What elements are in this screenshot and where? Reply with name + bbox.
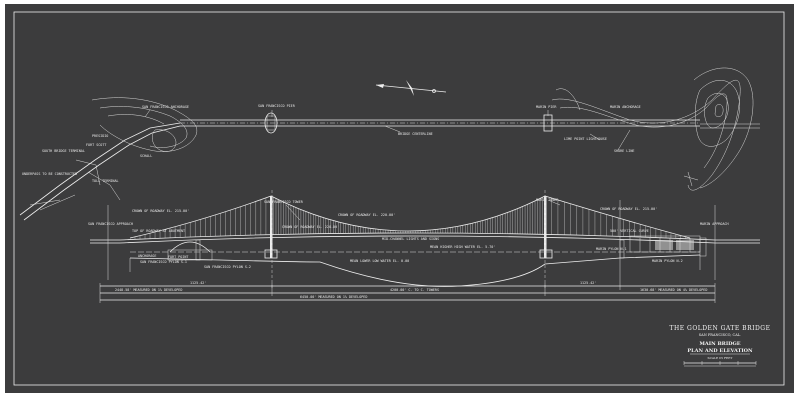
label-mlw: MEAN LOWER LOW WATER EL. 0.00 (350, 259, 409, 263)
elevation-view: SAN FRANCISCO TOWER MARIN TOWER CROWN OF… (88, 190, 760, 303)
deck-bottom (119, 235, 716, 244)
label-marin-pier: MARIN PIER (536, 105, 557, 109)
label-schall: SCHALL (140, 154, 152, 158)
label-mhw: MEAN HIGHER HIGH WATER EL. 5.70' (430, 245, 495, 249)
label-crown-mid-right: CROWN OF ROADWAY EL. 220.00' (338, 213, 395, 217)
title-line4: PLAN AND ELEVATION (687, 348, 753, 354)
side-span-cable-right (544, 195, 691, 239)
label-measure-right: 1630.68' MEASURED ON 4% DEVELOPED (640, 288, 707, 292)
title-block: THE GOLDEN GATE BRIDGE SAN FRANCISCO, CA… (670, 325, 771, 367)
label-dim-left: 1125.42' (190, 281, 206, 285)
sf-pier-plan (264, 112, 278, 134)
label-sf-pier: SAN FRANCISCO PIER (258, 104, 296, 108)
label-sf-approach: SAN FRANCISCO APPROACH (88, 222, 133, 226)
label-dim-right: 1125.42' (580, 281, 596, 285)
label-fort-scott: FORT SCOTT (86, 143, 106, 147)
drawing-frame (13, 11, 785, 386)
suspender-ropes (134, 197, 686, 240)
label-top-left: TOP OF ROADWAY AT ABUTMENT (132, 229, 185, 233)
title-line2: SAN FRANCISCO, CAL. (699, 333, 741, 337)
side-span-cable-left (129, 195, 272, 239)
label-total: 6450.00' MEASURED ON 1% DEVELOPED (300, 295, 367, 299)
label-dim-center: 4200.00' C. TO C. TOWERS (390, 288, 439, 292)
scale-bar (683, 361, 757, 367)
label-toll: TOLL TERMINAL (92, 179, 119, 183)
seabed-profile (129, 254, 701, 287)
label-vertical-curve: 500' VERTICAL CURVE (610, 229, 649, 233)
label-shore-line: SHORE LINE (614, 149, 634, 153)
label-marin-pylon: MARIN PYLON N-2 (652, 259, 683, 263)
label-lighthouse: LIME POINT LIGHTHOUSE (564, 137, 607, 141)
sf-tower (264, 196, 278, 259)
approach-road-left (19, 122, 181, 216)
label-crown-mid-left: CROWN OF ROADWAY EL. 220.00' (282, 225, 339, 229)
marin-tower (539, 196, 553, 259)
label-presidio: PRESIDIO (92, 134, 108, 138)
drawing-board (5, 4, 794, 393)
title-scale: SCALE IN FEET (708, 356, 733, 360)
title-line1: THE GOLDEN GATE BRIDGE (670, 325, 771, 332)
plan-view: SAN FRANCISCO ANCHORAGE SAN FRANCISCO PI… (19, 67, 760, 221)
north-arrow-icon (375, 80, 447, 96)
fort-point-arch (169, 241, 211, 253)
label-south-terminal: SOUTH BRIDGE TERMINAL (42, 149, 85, 153)
label-anchorage: ANCHORAGE (138, 254, 156, 258)
title-line3: MAIN BRIDGE (699, 341, 740, 347)
label-underpass: UNDERPASS TO BE CONSTRUCTED (22, 172, 77, 176)
label-sf-anchorage: SAN FRANCISCO ANCHORAGE (142, 105, 189, 109)
label-sf-pylon: SAN FRANCISCO PYLON S-1 (140, 260, 187, 264)
label-crown-left: CROWN OF ROADWAY EL. 215.00' (132, 209, 189, 213)
label-marin-tower: MARIN TOWER (536, 198, 559, 202)
label-centerline: BRIDGE CENTERLINE (398, 132, 433, 136)
deck-top (119, 232, 716, 241)
label-fort-point: FORT POINT (168, 255, 188, 259)
label-marin-approach: MARIN APPROACH (700, 222, 729, 226)
label-sf-tower: SAN FRANCISCO TOWER (264, 200, 304, 204)
label-marin-pylon2: MARIN PYLON N-1 (596, 247, 627, 251)
label-pylon-s2: SAN FRANCISCO PYLON S-2 (204, 265, 251, 269)
label-channel: MID-CHANNEL LIGHTS AND SIGNS (382, 237, 439, 241)
label-marin-anchorage: MARIN ANCHORAGE (610, 105, 641, 109)
marin-approach-viaduct (629, 235, 701, 253)
label-measure-left: 2448.58' MEASURED ON 1% DEVELOPED (115, 288, 182, 292)
label-crown-right: CROWN OF ROADWAY EL. 215.00' (600, 207, 657, 211)
